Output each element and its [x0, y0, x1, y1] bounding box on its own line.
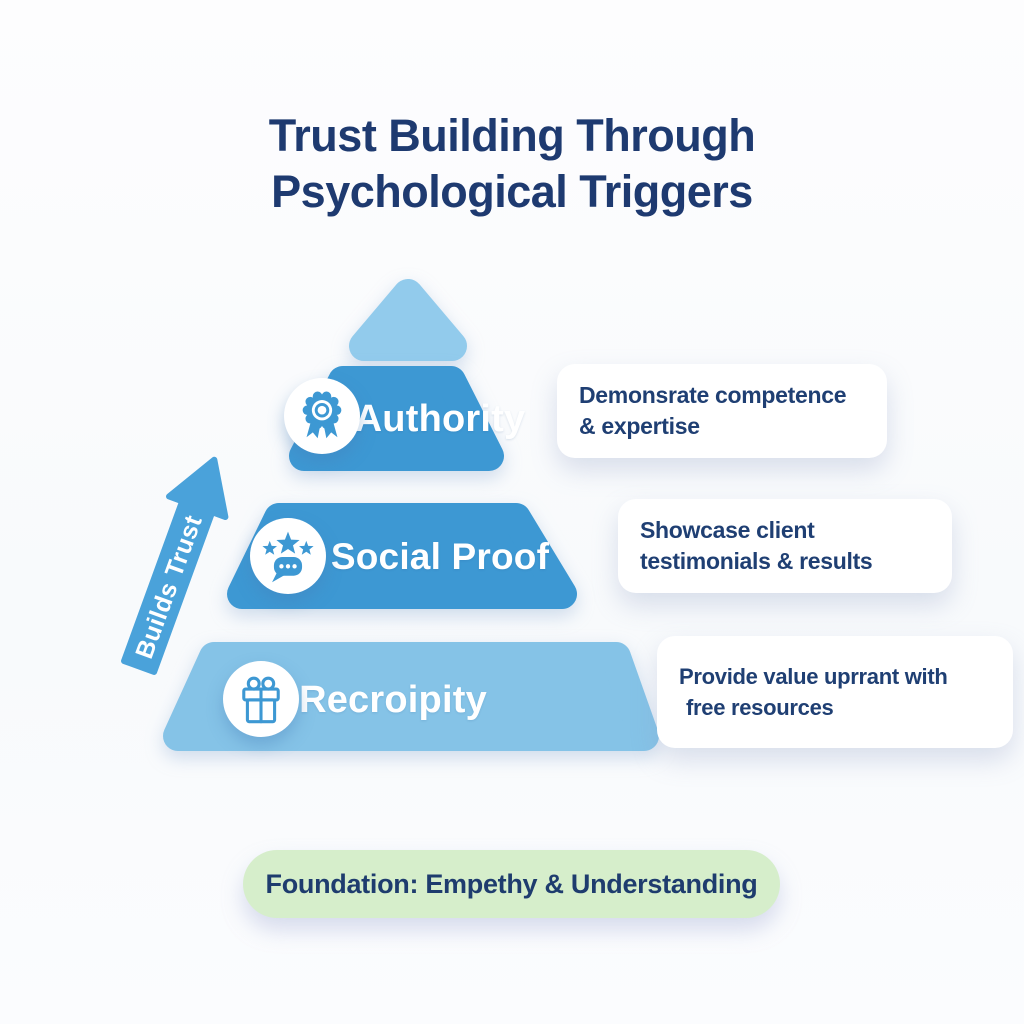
arrow-shape [121, 456, 229, 675]
page-title: Trust Building Through Psychological Tri… [0, 108, 1024, 220]
stars-chat-icon [262, 531, 314, 583]
reciprocity-note-line2: free resources [686, 695, 834, 720]
authority-label: Authority [354, 398, 526, 440]
social-proof-note-line1: Showcase client [640, 517, 815, 543]
medal-icon [302, 391, 342, 439]
authority-icon-circle [284, 378, 360, 454]
reciprocity-label: Recroipity [299, 679, 487, 721]
authority-note-card: Demonsrate competence & expertise [557, 364, 887, 458]
page-title-line1: Trust Building Through [268, 110, 756, 161]
authority-note-line1: Demonsrate competence [579, 382, 847, 408]
page-title-line2: Psychological Triggers [271, 166, 753, 217]
pyramid-cap [349, 279, 467, 361]
authority-note-line2: & expertise [579, 413, 700, 439]
social-proof-label: Social Proof [330, 536, 550, 577]
social-proof-note-card: Showcase client testimonials & results [618, 499, 952, 593]
reciprocity-icon-circle [223, 661, 299, 737]
foundation-label: Foundation: Empethy & Understanding [265, 868, 758, 899]
reciprocity-note-line1: Provide value uprrant with [679, 664, 948, 689]
reciprocity-note-card: Provide value uprrant with free resource… [657, 636, 1013, 748]
social-proof-note-line2: testimonials & results [640, 548, 873, 574]
social-proof-icon-circle [250, 518, 326, 594]
foundation-bar: Foundation: Empethy & Understanding [243, 850, 780, 918]
gift-icon [242, 676, 280, 724]
